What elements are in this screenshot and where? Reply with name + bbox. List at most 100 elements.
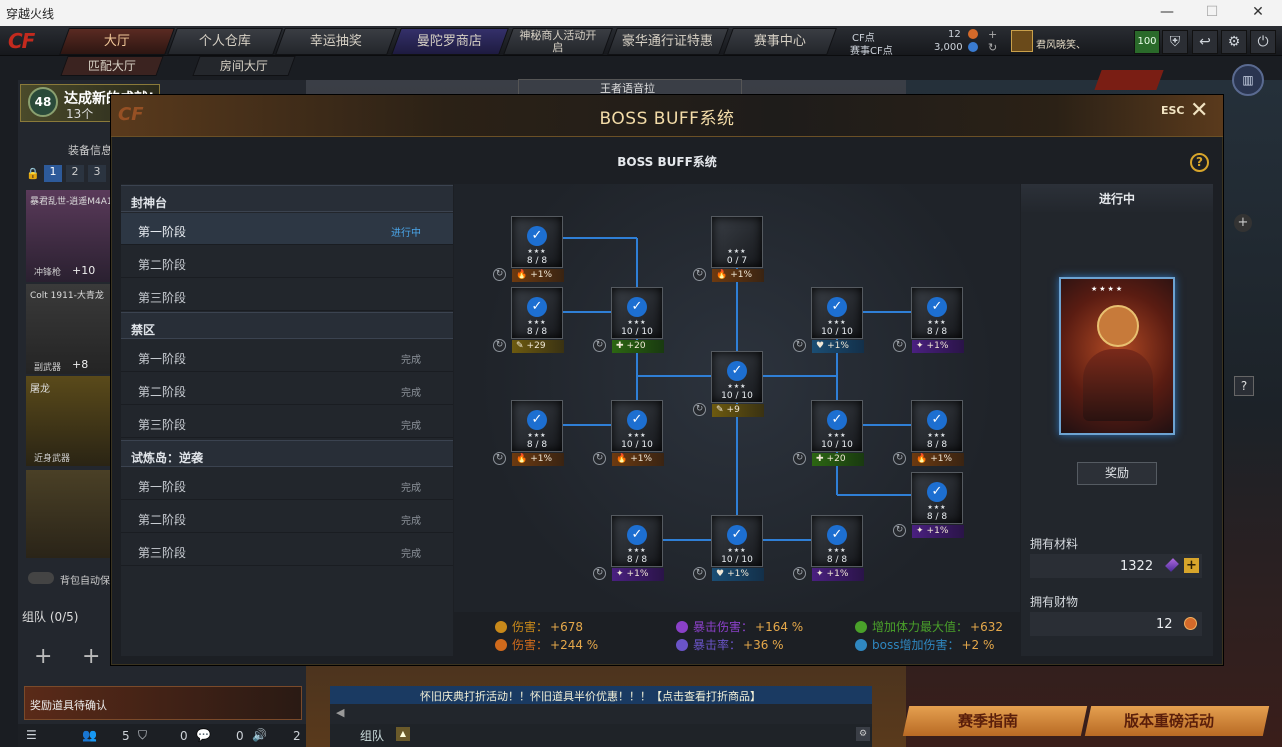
minimize-button[interactable]: — bbox=[1160, 4, 1174, 20]
maximize-button[interactable]: ☐ bbox=[1205, 4, 1219, 20]
buff-node[interactable]: ✓★★★8 / 8 bbox=[511, 216, 563, 268]
stage-item[interactable]: 第一阶段进行中 bbox=[121, 213, 453, 245]
reset-icon[interactable]: ↻ bbox=[893, 452, 906, 465]
refresh-icon[interactable]: ↻ bbox=[988, 41, 998, 54]
reset-icon[interactable]: ↻ bbox=[493, 452, 506, 465]
buff-node[interactable]: ✓★★★8 / 8 bbox=[911, 400, 963, 452]
stats-icon[interactable]: ▥ bbox=[1232, 64, 1264, 96]
chat-input-bar[interactable] bbox=[330, 704, 872, 724]
close-window-button[interactable]: ✕ bbox=[1252, 4, 1264, 20]
room-banner[interactable] bbox=[518, 79, 742, 95]
close-icon[interactable]: ✕ bbox=[1190, 98, 1209, 123]
reset-icon[interactable]: ↻ bbox=[793, 452, 806, 465]
buff-node[interactable]: ✓★★★8 / 8 bbox=[911, 287, 963, 339]
help-icon[interactable]: ? bbox=[1190, 153, 1209, 172]
primary-weapon-card[interactable] bbox=[26, 190, 112, 282]
tab-lucky-draw[interactable]: 幸运抽奖 bbox=[275, 28, 397, 55]
reset-icon[interactable]: ↻ bbox=[693, 268, 706, 281]
buff-node[interactable]: ★★★0 / 7 bbox=[711, 216, 763, 268]
subtab-match-lobby[interactable]: 匹配大厅 bbox=[60, 56, 164, 76]
gear-icon[interactable]: ⚙ bbox=[1221, 30, 1247, 54]
buff-node[interactable]: ✓★★★10 / 10 bbox=[711, 515, 763, 567]
reward-confirm-bar[interactable] bbox=[24, 686, 302, 720]
chat-icon[interactable]: 💬 bbox=[196, 728, 211, 742]
checkmark-icon: ✓ bbox=[727, 361, 747, 381]
level-badge[interactable]: 100 bbox=[1134, 30, 1160, 54]
stage-item[interactable]: 第一阶段完成 bbox=[121, 468, 453, 500]
add-teammate-button-1[interactable]: + bbox=[34, 644, 53, 669]
reset-icon[interactable]: ↻ bbox=[593, 339, 606, 352]
tab-pass-sale[interactable]: 豪华通行证特惠 bbox=[607, 28, 729, 55]
reset-icon[interactable]: ↻ bbox=[893, 524, 906, 537]
primary-weapon-bonus: +10 bbox=[72, 264, 96, 277]
add-slot-icon[interactable]: + bbox=[1234, 214, 1252, 232]
reset-icon[interactable]: ↻ bbox=[893, 339, 906, 352]
loadout-tab-1[interactable]: 1 bbox=[44, 165, 62, 182]
friends-icon[interactable]: 👥 bbox=[82, 728, 97, 742]
shield-icon[interactable]: ⛨ bbox=[1162, 30, 1188, 54]
volume-icon[interactable]: 🔊 bbox=[252, 728, 267, 742]
grenade-card[interactable] bbox=[26, 470, 112, 558]
reward-button[interactable]: 奖励 bbox=[1077, 462, 1157, 485]
return-icon[interactable]: ↩ bbox=[1192, 30, 1218, 54]
version-event-label: 版本重磅活动 bbox=[1124, 712, 1215, 730]
avatar[interactable] bbox=[1011, 30, 1033, 52]
clan-icon[interactable]: ⛉ bbox=[138, 728, 148, 742]
secondary-weapon-card[interactable] bbox=[26, 284, 112, 374]
buff-node[interactable]: ✓★★★10 / 10 bbox=[811, 287, 863, 339]
tab-mandala-shop[interactable]: 曼陀罗商店 bbox=[391, 28, 509, 55]
add-points-icon[interactable]: + bbox=[988, 28, 998, 41]
buff-node[interactable]: ✓★★★8 / 8 bbox=[811, 515, 863, 567]
stage-item[interactable]: 第二阶段完成 bbox=[121, 501, 453, 533]
tab-warehouse[interactable]: 个人仓库 bbox=[167, 28, 283, 55]
checkmark-icon: ✓ bbox=[927, 410, 947, 430]
speaker-icon[interactable]: ◀ bbox=[336, 706, 345, 719]
buff-node[interactable]: ✓★★★10 / 10 bbox=[611, 287, 663, 339]
esc-label[interactable]: ESC bbox=[1161, 104, 1185, 117]
notice-text: 怀旧庆典打折活动！！怀旧道具半价优惠！！！【点击查看打折商品】 bbox=[420, 690, 761, 703]
notice-bar[interactable] bbox=[330, 686, 872, 704]
list-icon[interactable]: ☰ bbox=[26, 728, 37, 742]
buff-node[interactable]: ✓★★★8 / 8 bbox=[911, 472, 963, 524]
stat-value: +244 % bbox=[550, 638, 599, 652]
subtab-room-lobby[interactable]: 房间大厅 bbox=[192, 56, 296, 76]
help-lobby-icon[interactable]: ? bbox=[1234, 376, 1254, 396]
key-icon[interactable] bbox=[1094, 70, 1164, 90]
buff-node[interactable]: ✓★★★8 / 8 bbox=[611, 515, 663, 567]
buff-node[interactable]: ✓★★★10 / 10 bbox=[711, 351, 763, 403]
add-teammate-button-2[interactable]: + bbox=[82, 644, 101, 669]
stage-section-header: 试炼岛：逆袭 bbox=[121, 440, 453, 467]
reset-icon[interactable]: ↻ bbox=[593, 452, 606, 465]
buff-node[interactable]: ✓★★★8 / 8 bbox=[511, 400, 563, 452]
reset-icon[interactable]: ↻ bbox=[793, 339, 806, 352]
buff-node[interactable]: ✓★★★8 / 8 bbox=[511, 287, 563, 339]
chat-settings-icon[interactable]: ⚙ bbox=[856, 727, 870, 741]
tab-mystery-merchant[interactable]: 神秘商人活动开启 bbox=[503, 28, 613, 55]
reset-icon[interactable]: ↻ bbox=[693, 567, 706, 580]
reset-icon[interactable]: ↻ bbox=[493, 268, 506, 281]
reset-icon[interactable]: ↻ bbox=[493, 339, 506, 352]
loadout-tab-3[interactable]: 3 bbox=[88, 165, 106, 182]
melee-weapon-card[interactable] bbox=[26, 376, 112, 466]
buff-node[interactable]: ✓★★★10 / 10 bbox=[811, 400, 863, 452]
stage-item[interactable]: 第三阶段完成 bbox=[121, 534, 453, 566]
auto-save-toggle[interactable] bbox=[28, 572, 54, 584]
stage-item[interactable]: 第二阶段完成 bbox=[121, 373, 453, 405]
buff-node[interactable]: ✓★★★10 / 10 bbox=[611, 400, 663, 452]
stage-item[interactable]: 第二阶段 bbox=[121, 246, 453, 278]
team-expand-icon[interactable]: ▲ bbox=[396, 727, 410, 741]
team-button[interactable]: 组队 bbox=[360, 729, 385, 743]
stage-item[interactable]: 第三阶段 bbox=[121, 279, 453, 311]
power-icon[interactable]: ⏻ bbox=[1250, 30, 1276, 54]
tab-events[interactable]: 赛事中心 bbox=[723, 28, 837, 55]
stat-value: +632 bbox=[970, 620, 1003, 634]
tab-lobby[interactable]: 大厅 bbox=[59, 28, 175, 55]
reset-icon[interactable]: ↻ bbox=[693, 403, 706, 416]
stage-item[interactable]: 第三阶段完成 bbox=[121, 406, 453, 438]
melee-weapon-name: 屠龙 bbox=[30, 384, 50, 395]
loadout-tab-2[interactable]: 2 bbox=[66, 165, 84, 182]
reset-icon[interactable]: ↻ bbox=[593, 567, 606, 580]
reset-icon[interactable]: ↻ bbox=[793, 567, 806, 580]
add-materials-button[interactable]: + bbox=[1184, 558, 1199, 573]
stage-item[interactable]: 第一阶段完成 bbox=[121, 340, 453, 372]
